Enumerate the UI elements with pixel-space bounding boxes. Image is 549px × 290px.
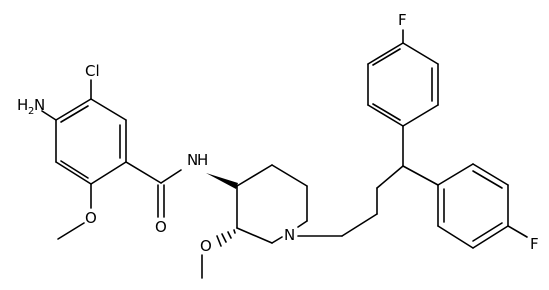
lower-fluoro-bond	[507, 225, 528, 238]
lower-aryl-link	[402, 165, 439, 186]
carbonyl-oxygen: O	[155, 218, 167, 236]
amide-nitrogen: N	[187, 151, 198, 169]
piperidine-ring	[236, 164, 308, 244]
piperidine-methoxy-oxygen: O	[200, 237, 212, 255]
benzamide-ring	[55, 98, 127, 185]
upper-fluorine-atom: F	[398, 11, 407, 29]
butyl-chain	[297, 165, 404, 237]
aryl-methyl-bond	[57, 222, 85, 240]
amino-n: N	[34, 96, 45, 114]
amino-subscript: 2	[28, 106, 34, 117]
upper-fluorophenyl-ring	[367, 42, 439, 127]
amide-bond	[160, 169, 182, 184]
piperidine-nitrogen: N	[284, 226, 295, 244]
lower-fluorophenyl-ring	[437, 163, 509, 249]
carbonyl-carbon-bond	[125, 161, 162, 184]
amino-group: H 2 N	[17, 96, 45, 117]
amino-bond	[41, 110, 57, 121]
amino-h: H	[17, 96, 28, 114]
stereo-hash-bond	[216, 229, 236, 247]
stereo-wedge-bond	[206, 173, 238, 189]
aryl-methoxy-oxygen: O	[85, 209, 97, 227]
amide-hydrogen: H	[197, 151, 208, 169]
lower-fluorine-atom: F	[530, 235, 539, 253]
chlorine-atom: Cl	[85, 62, 100, 80]
